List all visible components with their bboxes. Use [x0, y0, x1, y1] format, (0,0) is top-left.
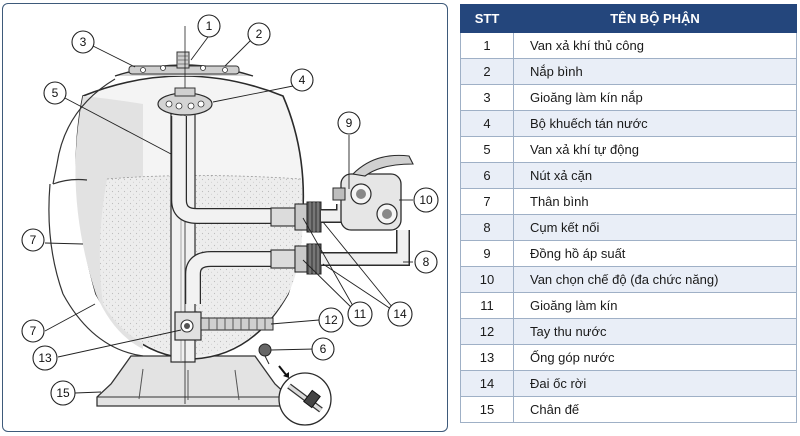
sand-filter-diagram: 1 2 3 4 5 6 7 7 8 9 10 11 12 13 14 15	[21, 14, 439, 426]
callout-9: 9	[337, 111, 361, 135]
diagram-panel: 1 2 3 4 5 6 7 7 8 9 10 11 12 13 14 15	[2, 3, 448, 432]
row-stt: 1	[460, 32, 514, 59]
row-part-name: Bộ khuếch tán nước	[513, 110, 797, 137]
tank-lid	[114, 51, 254, 77]
union-fittings	[270, 201, 322, 275]
row-stt: 3	[460, 84, 514, 111]
row-part-name: Cụm kết nối	[513, 214, 797, 241]
row-stt: 15	[460, 396, 514, 423]
row-part-name: Chân đế	[513, 396, 797, 423]
callout-5: 5	[43, 81, 67, 105]
row-stt: 6	[460, 162, 514, 189]
callout-14: 14	[387, 301, 413, 327]
callout-8: 8	[414, 250, 438, 274]
row-stt: 9	[460, 240, 514, 267]
table-header-row: STT TÊN BỘ PHẬN	[460, 4, 797, 33]
row-stt: 5	[460, 136, 514, 163]
callout-7-upper: 7	[21, 228, 45, 252]
leader-lines	[44, 36, 413, 394]
row-part-name: Gioăng làm kín nắp	[513, 84, 797, 111]
svg-text:2: 2	[256, 27, 263, 41]
svg-text:13: 13	[38, 351, 52, 365]
svg-text:10: 10	[419, 193, 433, 207]
svg-text:3: 3	[80, 35, 87, 49]
svg-text:12: 12	[324, 313, 338, 327]
svg-text:7: 7	[30, 233, 37, 247]
row-stt: 10	[460, 266, 514, 293]
callout-2: 2	[247, 22, 271, 46]
row-part-name: Đai ốc rời	[513, 370, 797, 397]
row-part-name: Nút xả cặn	[513, 162, 797, 189]
callout-6: 6	[311, 337, 335, 361]
diffuser	[157, 87, 213, 116]
row-part-name: Van xả khí tự động	[513, 136, 797, 163]
svg-text:8: 8	[423, 255, 430, 269]
callout-12: 12	[318, 307, 344, 333]
svg-text:9: 9	[346, 116, 353, 130]
row-part-name: Van chọn chế độ (đa chức năng)	[513, 266, 797, 293]
upper-pipe	[171, 116, 303, 224]
callout-7-lower: 7	[21, 319, 45, 343]
svg-text:7: 7	[30, 324, 37, 338]
drain-detail-zoom	[278, 372, 332, 426]
row-part-name: Van xả khí thủ công	[513, 32, 797, 59]
row-stt: 14	[460, 370, 514, 397]
row-part-name: Ống góp nước	[513, 344, 797, 371]
svg-text:11: 11	[354, 307, 367, 321]
stand-base	[96, 355, 290, 407]
callout-3: 3	[71, 30, 95, 54]
collector-assembly	[174, 311, 274, 341]
svg-text:6: 6	[320, 342, 327, 356]
header-stt: STT	[460, 4, 514, 33]
row-part-name: Thân bình	[513, 188, 797, 215]
header-part-name: TÊN BỘ PHẬN	[513, 4, 797, 33]
svg-text:14: 14	[393, 307, 407, 321]
row-part-name: Tay thu nước	[513, 318, 797, 345]
row-stt: 12	[460, 318, 514, 345]
row-stt: 11	[460, 292, 514, 319]
svg-text:15: 15	[56, 386, 70, 400]
row-part-name: Đồng hồ áp suất	[513, 240, 797, 267]
row-stt: 4	[460, 110, 514, 137]
drain-plug	[258, 343, 289, 378]
multiport-valve	[321, 154, 414, 266]
svg-text:5: 5	[52, 86, 59, 100]
callout-10: 10	[413, 187, 439, 213]
svg-text:1: 1	[206, 19, 213, 33]
callout-1: 1	[197, 14, 221, 38]
row-stt: 13	[460, 344, 514, 371]
row-part-name: Nắp bình	[513, 58, 797, 85]
callout-11: 11	[347, 301, 373, 327]
svg-text:4: 4	[299, 73, 306, 87]
row-stt: 2	[460, 58, 514, 85]
row-stt: 8	[460, 214, 514, 241]
callout-4: 4	[290, 68, 314, 92]
row-stt: 7	[460, 188, 514, 215]
row-part-name: Gioăng làm kín	[513, 292, 797, 319]
callout-15: 15	[50, 380, 76, 406]
lower-pipe	[185, 251, 303, 304]
callout-13: 13	[32, 345, 58, 371]
